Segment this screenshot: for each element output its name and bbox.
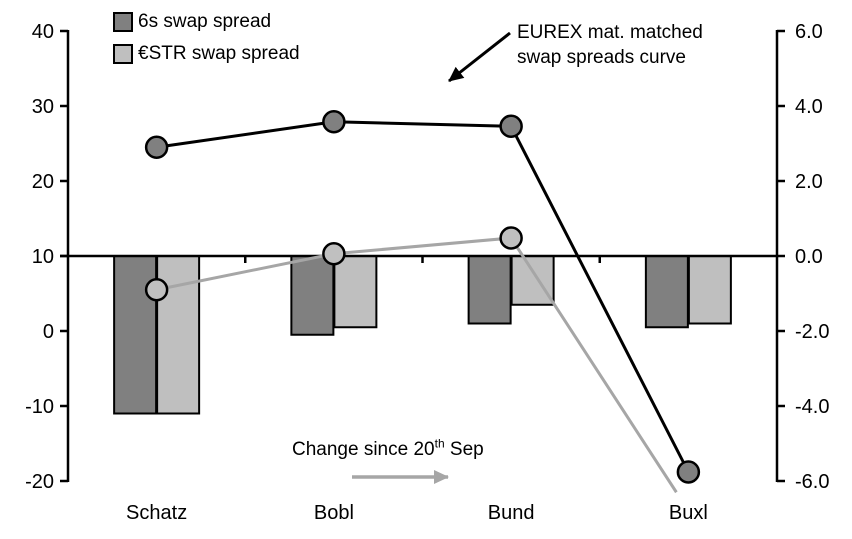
right-axis-tick-label: 4.0 bbox=[795, 96, 823, 118]
left-axis-tick-label: -20 bbox=[25, 471, 54, 493]
legend-swatch-6s-icon bbox=[113, 12, 133, 32]
legend-item-6s: 6s swap spread bbox=[113, 10, 300, 34]
annotation-change-superscript: th bbox=[434, 436, 445, 451]
marker-estr-schatz bbox=[144, 278, 169, 302]
right-axis-tick-label: 2.0 bbox=[795, 171, 823, 193]
legend-label-estr: €STR swap spread bbox=[138, 43, 300, 64]
category-label-schatz: Schatz bbox=[126, 502, 187, 524]
right-axis-tick-label: -4.0 bbox=[795, 396, 829, 418]
bar-estr-bobl bbox=[333, 255, 378, 329]
left-axis-tick-label: 20 bbox=[32, 171, 54, 193]
category-label-bund: Bund bbox=[488, 502, 535, 524]
bar-estr-bund bbox=[510, 255, 555, 306]
marker-estr-bobl bbox=[322, 242, 346, 266]
bar-6s-schatz bbox=[113, 255, 158, 415]
legend-swatch-estr-icon bbox=[113, 44, 133, 64]
bar-6s-bund bbox=[467, 255, 512, 325]
right-axis-tick-label: -2.0 bbox=[795, 321, 829, 343]
annotation-curve-line2: swap spreads curve bbox=[517, 47, 686, 68]
category-label-buxl: Buxl bbox=[669, 502, 708, 524]
marker-estr-bund bbox=[499, 226, 523, 250]
left-axis-tick-label: 40 bbox=[32, 21, 54, 43]
annotation-curve-label: EUREX mat. matched swap spreads curve bbox=[517, 20, 703, 70]
bar-6s-buxl bbox=[644, 255, 689, 329]
line-6s bbox=[156, 120, 690, 473]
bar-6s-bobl bbox=[290, 255, 335, 336]
left-axis-tick-label: 30 bbox=[32, 96, 54, 118]
marker-6s-bund bbox=[499, 114, 523, 138]
marker-6s-bobl bbox=[322, 110, 346, 134]
annotation-curve-line1: EUREX mat. matched bbox=[517, 22, 703, 43]
bar-estr-schatz bbox=[156, 255, 201, 415]
bar-estr-buxl bbox=[687, 255, 732, 325]
marker-6s-schatz bbox=[144, 135, 169, 159]
curve-annotation-arrow bbox=[448, 31, 511, 83]
legend-label-6s: 6s swap spread bbox=[138, 11, 272, 32]
line-estr bbox=[156, 236, 678, 494]
chart-legend: 6s swap spread €STR swap spread bbox=[113, 10, 300, 74]
right-axis-tick-label: 6.0 bbox=[795, 21, 823, 43]
right-axis-tick-label: 0.0 bbox=[795, 246, 823, 268]
left-axis-tick-label: -10 bbox=[25, 396, 54, 418]
right-axis-tick-label: -6.0 bbox=[795, 471, 829, 493]
annotation-change-label: Change since 20th Sep bbox=[292, 436, 484, 460]
legend-item-estr: €STR swap spread bbox=[113, 42, 300, 66]
category-label-bobl: Bobl bbox=[314, 502, 354, 524]
marker-6s-buxl bbox=[676, 460, 701, 484]
left-axis-tick-label: 10 bbox=[32, 246, 54, 268]
left-axis-tick-label: 0 bbox=[43, 321, 54, 343]
